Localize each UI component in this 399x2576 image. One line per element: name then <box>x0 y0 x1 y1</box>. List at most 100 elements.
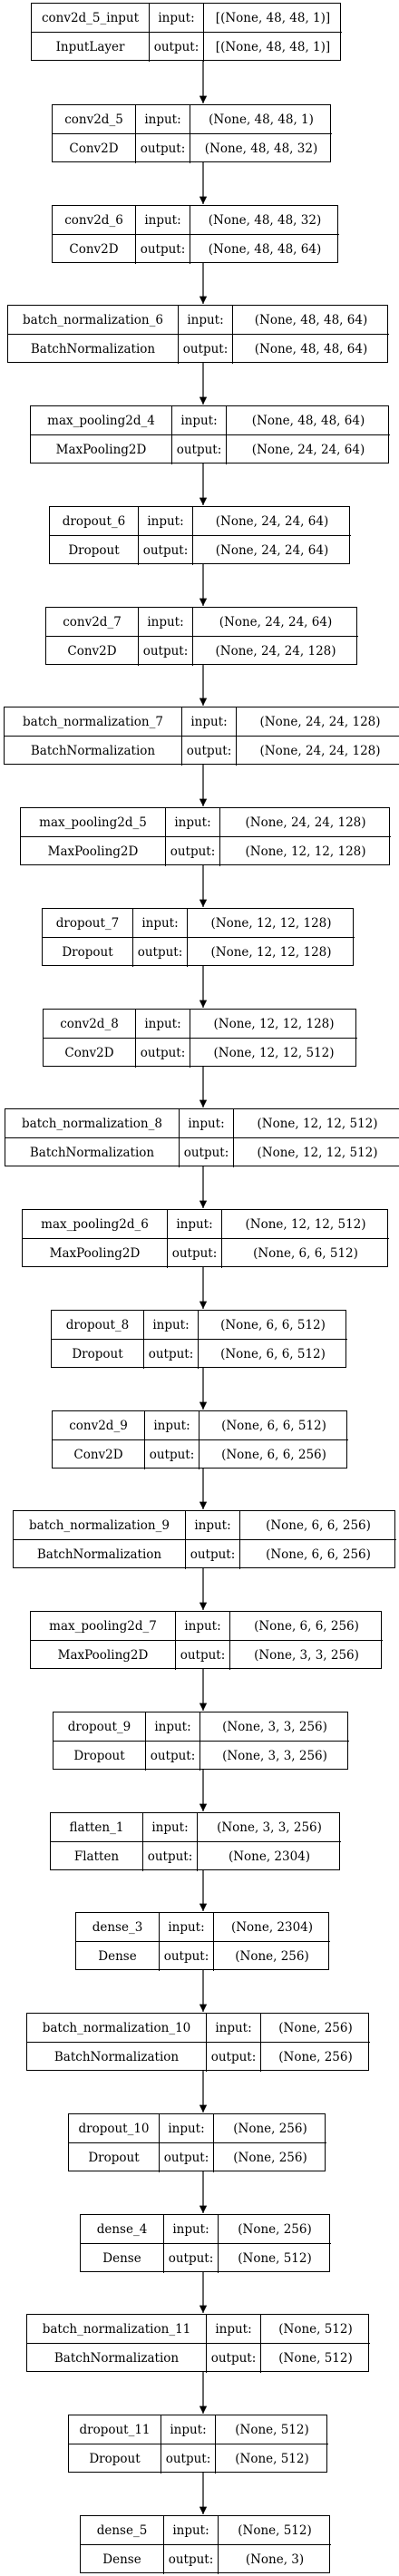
input-shape: (None, 48, 48, 64) <box>227 406 390 435</box>
output-label: output: <box>144 1340 199 1369</box>
input-shape: (None, 2304) <box>214 1913 330 1942</box>
output-label: output: <box>164 2545 219 2574</box>
output-shape: (None, 24, 24, 64) <box>215 543 329 558</box>
input-label: input: <box>160 2114 214 2143</box>
layer-type: Dropout <box>50 536 139 565</box>
output-shape: (None, 24, 24, 64) <box>251 443 365 457</box>
input-shape: (None, 12, 12, 128) <box>188 909 355 938</box>
output-shape: (None, 48, 48, 64) <box>208 242 322 257</box>
output-shape: (None, 48, 48, 64) <box>254 342 368 356</box>
output-label: output: <box>172 435 227 464</box>
input-shape: (None, 24, 24, 128) <box>237 707 399 737</box>
input-label: input: <box>166 808 220 837</box>
output-label: output: <box>136 235 190 264</box>
output-label: output: <box>176 1641 230 1670</box>
input-label: input: <box>136 105 190 134</box>
layer-name: conv2d_8 <box>44 1010 136 1039</box>
input-label: input: <box>160 1913 214 1942</box>
output-shape: (None, 12, 12, 512) <box>213 1046 335 1060</box>
layer-type: BatchNormalization <box>27 2043 207 2072</box>
output-shape: (None, 12, 12, 128) <box>210 945 332 960</box>
layer-type: Conv2D <box>46 637 139 666</box>
input-label: input: <box>179 306 233 335</box>
output-label: output: <box>139 536 193 565</box>
layer-name: batch_normalization_7 <box>5 707 182 737</box>
layer-type: Conv2D <box>53 134 136 163</box>
input-label: input: <box>139 507 193 536</box>
output-label: output: <box>166 837 220 866</box>
layer-type: MaxPooling2D <box>31 1641 176 1670</box>
output-shape: (None, 6, 6, 512) <box>253 1246 358 1261</box>
output-label: output: <box>136 1039 190 1068</box>
input-label: input: <box>186 1511 240 1540</box>
layer-name: conv2d_5_input <box>32 4 150 33</box>
layer-type: BatchNormalization <box>5 1138 180 1167</box>
layer-name: batch_normalization_6 <box>8 306 179 335</box>
output-shape: (None, 12, 12, 512) <box>257 1146 378 1160</box>
input-shape: (None, 256) <box>214 2114 326 2143</box>
input-label: input: <box>145 1411 200 1440</box>
input-shape: (None, 3, 3, 256) <box>200 1712 349 1742</box>
layer-name: dropout_7 <box>43 909 133 938</box>
layer-name: dropout_10 <box>69 2114 160 2143</box>
output-shape: (None, 3) <box>245 2552 305 2567</box>
input-label: input: <box>207 2014 261 2043</box>
input-shape: (None, 24, 24, 64) <box>193 608 358 637</box>
output-label: output: <box>207 2043 261 2072</box>
layer-name: conv2d_5 <box>53 105 136 134</box>
layer-type: InputLayer <box>32 33 150 62</box>
layer-type: Dropout <box>43 938 133 967</box>
layer-type: Conv2D <box>53 1440 145 1469</box>
input-label: input: <box>172 406 227 435</box>
output-shape: (None, 48, 48, 32) <box>204 141 318 156</box>
input-label: input: <box>180 1109 234 1138</box>
output-label: output: <box>164 2244 219 2273</box>
layer-name: conv2d_9 <box>53 1411 145 1440</box>
output-shape: (None, 6, 6, 256) <box>266 1547 371 1562</box>
output-label: output: <box>150 33 204 62</box>
layer-type: Dropout <box>69 2444 161 2474</box>
layer-type: BatchNormalization <box>5 737 182 766</box>
input-shape: (None, 256) <box>261 2014 370 2043</box>
input-shape: (None, 48, 48, 1) <box>190 105 332 134</box>
output-shape: (None, 6, 6, 512) <box>220 1347 326 1361</box>
layer-name: dropout_8 <box>52 1311 144 1340</box>
output-shape: (None, 12, 12, 128) <box>245 844 366 859</box>
output-label: output: <box>207 2344 261 2373</box>
output-shape: (None, 24, 24, 128) <box>259 744 381 758</box>
layer-name: conv2d_7 <box>46 608 139 637</box>
input-shape: (None, 6, 6, 512) <box>199 1311 347 1340</box>
output-label: output: <box>160 1942 214 1971</box>
input-label: input: <box>144 1311 199 1340</box>
layer-type: Dense <box>76 1942 160 1971</box>
layer-type: BatchNormalization <box>27 2344 207 2373</box>
input-shape: [(None, 48, 48, 1)] <box>204 4 342 33</box>
input-shape: (None, 24, 24, 64) <box>193 507 351 536</box>
input-label: input: <box>136 1010 190 1039</box>
output-label: output: <box>180 1138 234 1167</box>
layer-name: dense_5 <box>81 2516 164 2545</box>
input-label: input: <box>176 1612 230 1641</box>
layer-name: batch_normalization_10 <box>27 2014 207 2043</box>
output-label: output: <box>160 2143 214 2172</box>
layer-type: Dense <box>81 2244 164 2273</box>
layer-type: Dense <box>81 2545 164 2574</box>
output-label: output: <box>136 134 190 163</box>
layer-name: max_pooling2d_4 <box>31 406 172 435</box>
input-shape: (None, 6, 6, 256) <box>230 1612 383 1641</box>
